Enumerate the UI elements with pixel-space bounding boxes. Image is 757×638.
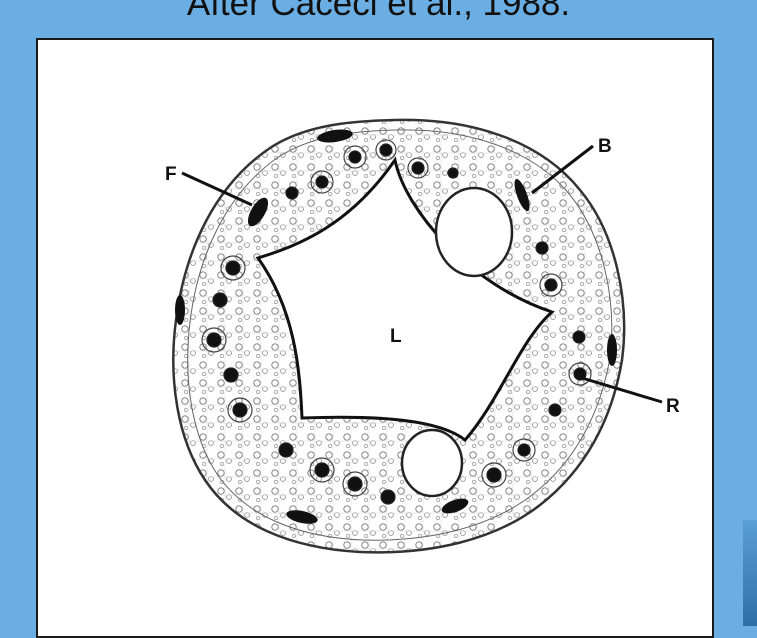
label-f: F [165,164,177,185]
vacuole-upper [436,188,512,276]
vacuole-lower [402,430,462,496]
label-r: R [666,396,680,417]
label-l: L [390,326,402,347]
label-b: B [598,136,612,157]
